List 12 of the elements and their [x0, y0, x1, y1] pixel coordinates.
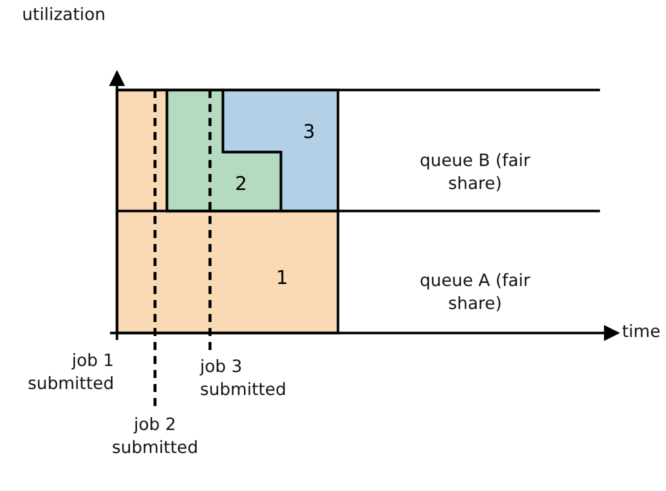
axis-label: utilization [22, 4, 107, 27]
axis-label: time [622, 321, 662, 344]
job-allocation-region [223, 90, 338, 211]
event-label: job 2 submitted [110, 414, 200, 460]
job-number: 1 [276, 267, 288, 289]
job-allocation-region [117, 90, 338, 333]
queue-label: queue B (fair share) [418, 150, 532, 196]
job-number: 3 [302, 121, 316, 143]
job-number: 2 [234, 173, 248, 195]
queue-label: queue A (fair share) [418, 270, 532, 316]
event-label: job 1 submitted [26, 350, 114, 396]
event-label: job 3 submitted [200, 356, 288, 402]
